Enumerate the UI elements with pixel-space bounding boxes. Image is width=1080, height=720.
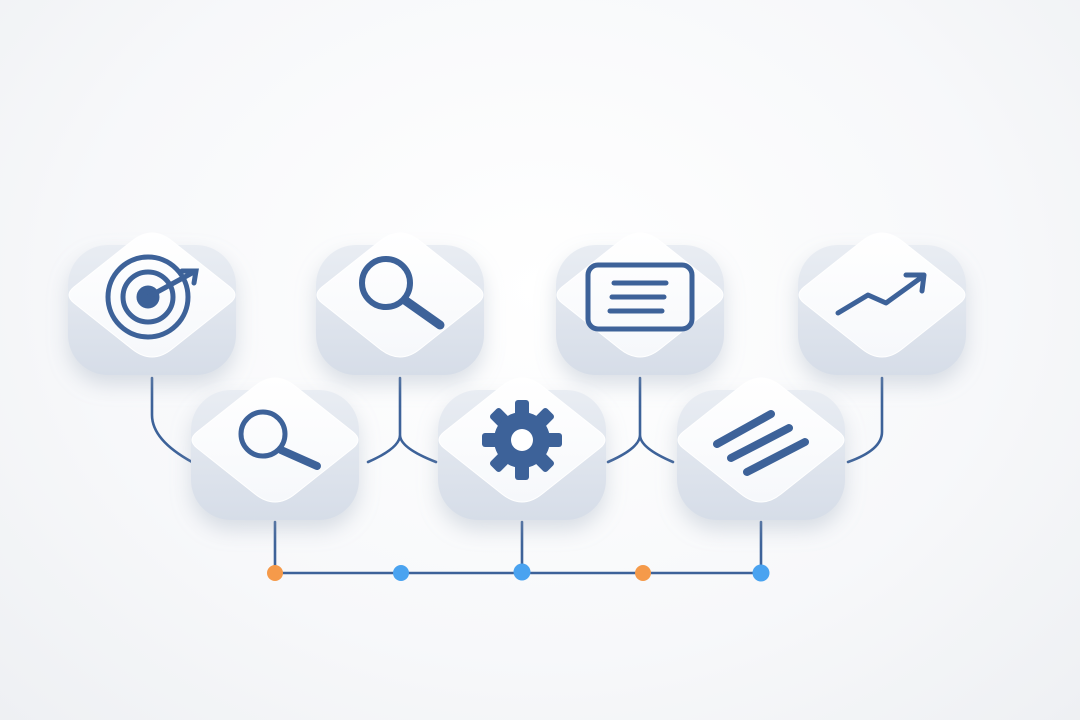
tile-search-middle [191, 377, 359, 520]
tile-target [68, 232, 236, 375]
bus-nodes [267, 563, 770, 582]
node-5 [752, 564, 770, 582]
target-icon [105, 254, 199, 340]
search-icon [238, 409, 321, 470]
connector-trend-to-menu [846, 376, 884, 464]
connector-document-branch [606, 376, 675, 464]
node-4 [635, 565, 651, 581]
connector-search-top-branch [366, 376, 438, 464]
tile-settings [438, 377, 606, 520]
tile-menu [677, 377, 845, 520]
node-2 [393, 565, 409, 581]
search-icon [359, 256, 445, 330]
menu-lines-icon [713, 410, 809, 476]
tile-trend [798, 232, 966, 375]
node-3 [513, 563, 531, 581]
trend-up-icon [835, 272, 927, 316]
connector-target-to-search [150, 376, 194, 464]
tile-list-document [556, 232, 724, 375]
gear-icon [482, 400, 562, 480]
node-1 [267, 565, 283, 581]
document-list-icon [585, 262, 695, 332]
tile-search-top [316, 232, 484, 375]
